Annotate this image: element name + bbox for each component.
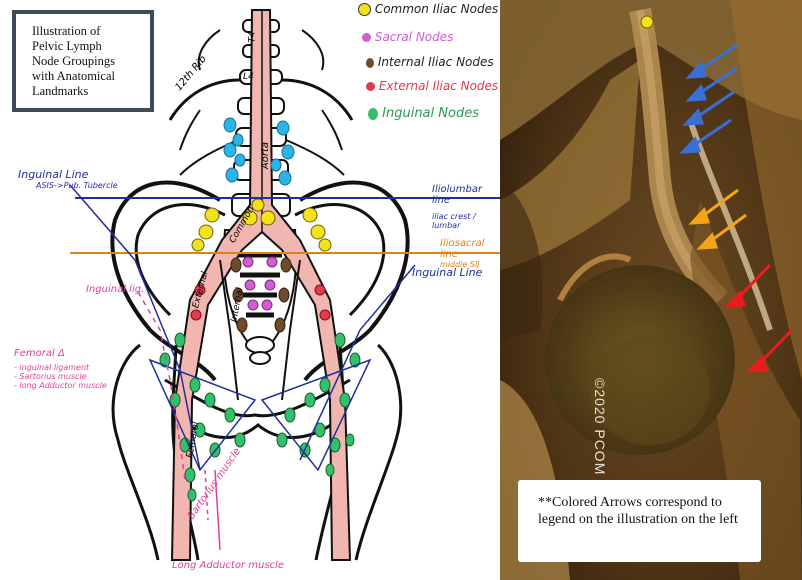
- inguinal-lig-label: Inguinal lig.: [86, 284, 144, 295]
- arrow-legend-note: **Colored Arrows correspond to legend on…: [518, 480, 761, 562]
- iliolumbar-sub: iliac crest / lumbar: [432, 212, 500, 230]
- inguinal-line-left-label: Inguinal Line ASIS->Pub. Tubercle: [18, 168, 118, 190]
- femoral-triangle-label: Femoral Δ - inguinal ligament - Sartoriu…: [14, 348, 107, 390]
- title-line: with Anatomical: [32, 69, 134, 84]
- legend-label: Sacral Nodes: [375, 30, 454, 44]
- fem-item: - inguinal ligament: [14, 363, 107, 372]
- t4-label: T4: [248, 31, 258, 42]
- legend-item-inguinal: Inguinal Nodes: [368, 106, 479, 121]
- iliosacral-title: Iliosacral line: [440, 238, 500, 260]
- legend-item-internal-iliac: Internal Iliac Nodes: [366, 55, 494, 69]
- title-line: Node Groupings: [32, 54, 134, 69]
- legend-label: Inguinal Nodes: [382, 106, 479, 121]
- legend-dot: [366, 58, 374, 68]
- legend-dot: [358, 3, 371, 16]
- legend-dot: [368, 108, 378, 120]
- long-adductor-label: Long Adductor muscle: [172, 560, 284, 571]
- fem-item: - long Adductor muscle: [14, 381, 107, 390]
- iliolumbar-title: Iliolumbar line: [432, 184, 500, 206]
- title-line: Pelvic Lymph: [32, 39, 134, 54]
- title-line: Landmarks: [32, 84, 134, 99]
- iliolumbar-label: Iliolumbar line iliac crest / lumbar: [432, 184, 500, 230]
- legend-item-common-iliac: Common Iliac Nodes: [358, 2, 498, 16]
- inguinal-line-left-sub: ASIS->Pub. Tubercle: [36, 181, 118, 190]
- illustration-panel: Illustration of Pelvic Lymph Node Groupi…: [0, 0, 500, 580]
- legend-label: Internal Iliac Nodes: [378, 55, 494, 69]
- legend-label: Common Iliac Nodes: [375, 2, 498, 16]
- aorta-label: Aorta: [260, 142, 271, 169]
- inguinal-line-right-label: Inguinal Line: [412, 266, 482, 279]
- legend-dot: [366, 82, 375, 91]
- title-line: Illustration of: [32, 24, 134, 39]
- photo-watermark: ©2020 PCOM: [592, 378, 608, 475]
- legend-item-sacral: Sacral Nodes: [362, 30, 453, 44]
- fem-item: - Sartorius muscle: [14, 372, 107, 381]
- iliosacral-label: Iliosacral line middle SIJ: [440, 238, 500, 269]
- legend-item-external-iliac: External Iliac Nodes: [366, 79, 498, 93]
- illustration-title-box: Illustration of Pelvic Lymph Node Groupi…: [12, 10, 154, 112]
- legend-label: External Iliac Nodes: [379, 79, 498, 93]
- legend-dot: [362, 33, 371, 42]
- inguinal-line-left-title: Inguinal Line: [18, 168, 118, 181]
- femoral-triangle-title: Femoral Δ: [14, 348, 107, 359]
- l4-label: L4: [243, 72, 254, 82]
